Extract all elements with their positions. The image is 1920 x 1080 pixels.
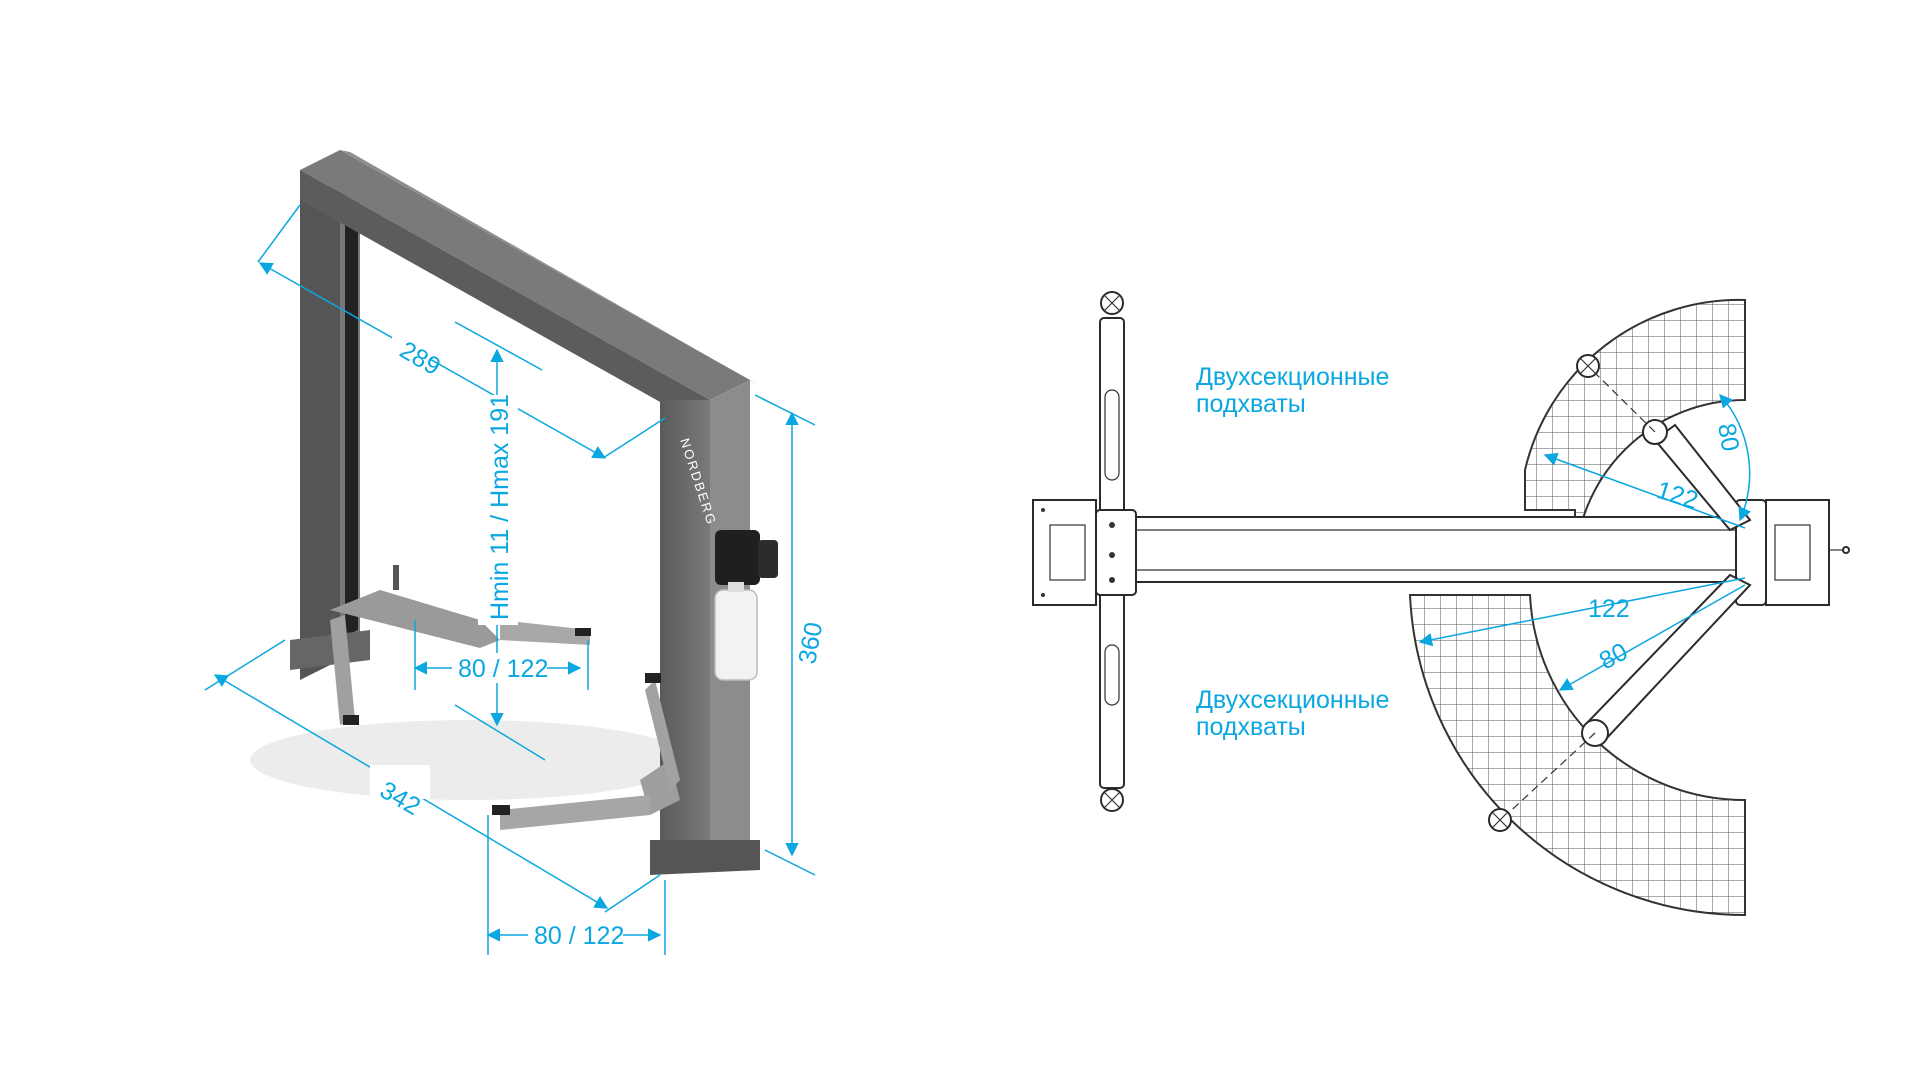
dim-total-height-label: 360 <box>793 620 828 666</box>
dim-total-height: 360 <box>754 394 828 876</box>
lift-3d-view: NORDBERG <box>204 150 828 955</box>
dim-arm-lower: 80 / 122 <box>486 815 666 955</box>
floor-shadow <box>250 720 690 800</box>
top-beam <box>300 150 760 430</box>
cross-beam <box>1135 516 1737 583</box>
left-base-plate <box>1032 499 1137 606</box>
dim-arm-lower-label: 80 / 122 <box>534 922 624 950</box>
dim-plan-top-80-label: 80 <box>1712 421 1744 453</box>
arm-zone-bottom <box>1408 594 1746 917</box>
arm-label-bottom-line1: Двухсекционные <box>1196 686 1389 714</box>
dim-plan-bottom-122: 122 <box>1418 577 1746 647</box>
arm-zone-top <box>1524 298 1746 571</box>
power-unit <box>714 530 778 681</box>
dim-plan-top-80: 80 <box>1712 393 1752 522</box>
arm-label-top-line1: Двухсекционные <box>1196 363 1389 391</box>
plan-view: Двухсекционные подхваты Двухсекционные п… <box>1032 291 1850 917</box>
right-base-plate <box>1735 499 1850 606</box>
dim-plan-bottom-122-label: 122 <box>1588 595 1630 623</box>
arm-bottom-right <box>1488 573 1752 832</box>
dim-arm-upper-label: 80 / 122 <box>458 655 548 683</box>
dim-lift-height: Hmin 11 / Hmax 191 <box>454 321 546 761</box>
arm-label-bottom-line2: подхваты <box>1196 713 1306 741</box>
dim-lift-height-label: Hmin 11 / Hmax 191 <box>486 394 514 620</box>
dim-arm-upper: 80 / 122 <box>413 620 589 690</box>
dim-plan-bottom-80-label: 80 <box>1595 638 1633 676</box>
arm-label-top-line2: подхваты <box>1196 390 1306 418</box>
